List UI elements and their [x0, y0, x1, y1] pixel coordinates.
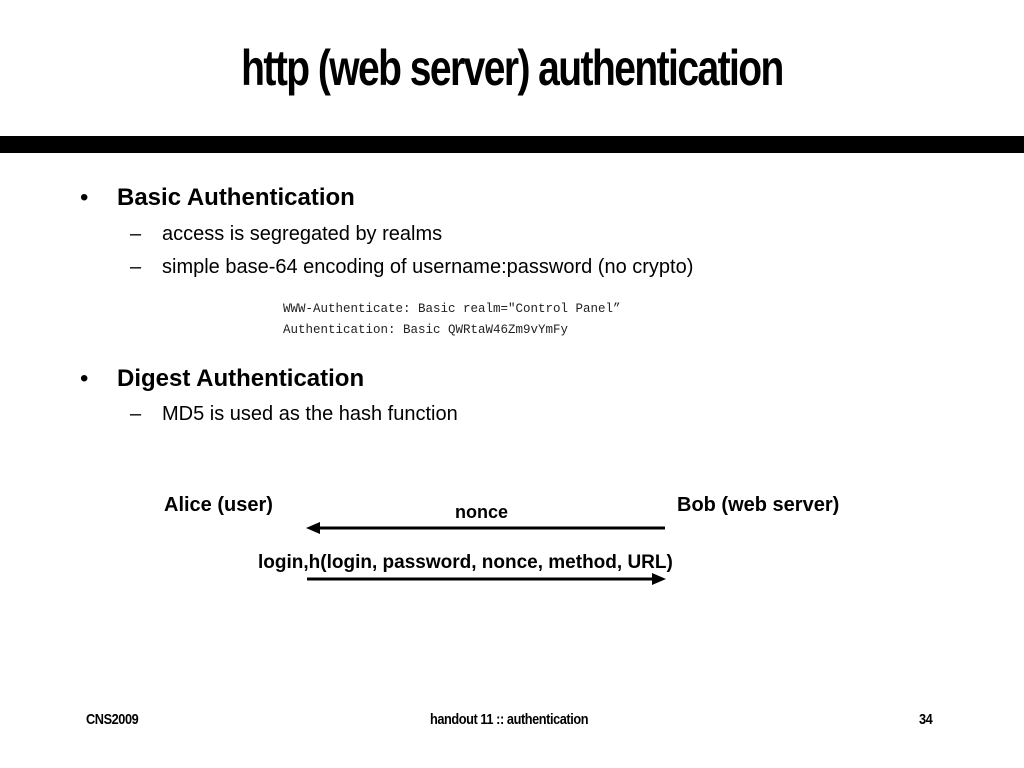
- sub-item-dash: –: [130, 223, 142, 245]
- bullet-heading: Digest Authentication: [117, 365, 365, 392]
- footer-page-number: 34: [919, 711, 933, 728]
- sub-item-text: access is segregated by realms: [162, 223, 443, 245]
- diagram-bob-label: Bob (web server): [677, 494, 840, 516]
- sub-item-base64: – simple base-64 encoding of username:pa…: [130, 256, 693, 279]
- footer-handout: handout 11 :: authentication: [430, 711, 589, 728]
- slide-title: http (web server) authentication: [241, 40, 784, 96]
- sub-item-dash: –: [130, 256, 142, 278]
- bullet-digest-authentication: • Digest Authentication: [80, 365, 364, 393]
- sub-item-text: simple base-64 encoding of username:pass…: [162, 256, 694, 278]
- bullet-marker: •: [80, 365, 89, 392]
- bullet-marker: •: [80, 184, 89, 211]
- diagram-alice-label: Alice (user): [164, 494, 273, 516]
- bullet-heading: Basic Authentication: [117, 184, 355, 211]
- arrow-login-to-bob: [307, 573, 666, 585]
- diagram-login-message-label: login,h(login, password, nonce, method, …: [258, 552, 673, 573]
- sub-item-md5: – MD5 is used as the hash function: [130, 403, 458, 426]
- code-line-authentication: Authentication: Basic QWRtaW46Zm9vYmFy: [283, 323, 569, 337]
- bullet-basic-authentication: • Basic Authentication: [80, 184, 355, 212]
- title-divider: [0, 136, 1024, 153]
- code-line-www-authenticate: WWW-Authenticate: Basic realm="Control P…: [283, 302, 621, 316]
- arrow-nonce-to-alice: [306, 522, 665, 534]
- footer-course: CNS2009: [86, 711, 139, 728]
- diagram-nonce-label: nonce: [455, 502, 509, 522]
- sub-item-dash: –: [130, 403, 142, 425]
- sub-item-text: MD5 is used as the hash function: [162, 403, 458, 425]
- sub-item-realms: – access is segregated by realms: [130, 223, 442, 246]
